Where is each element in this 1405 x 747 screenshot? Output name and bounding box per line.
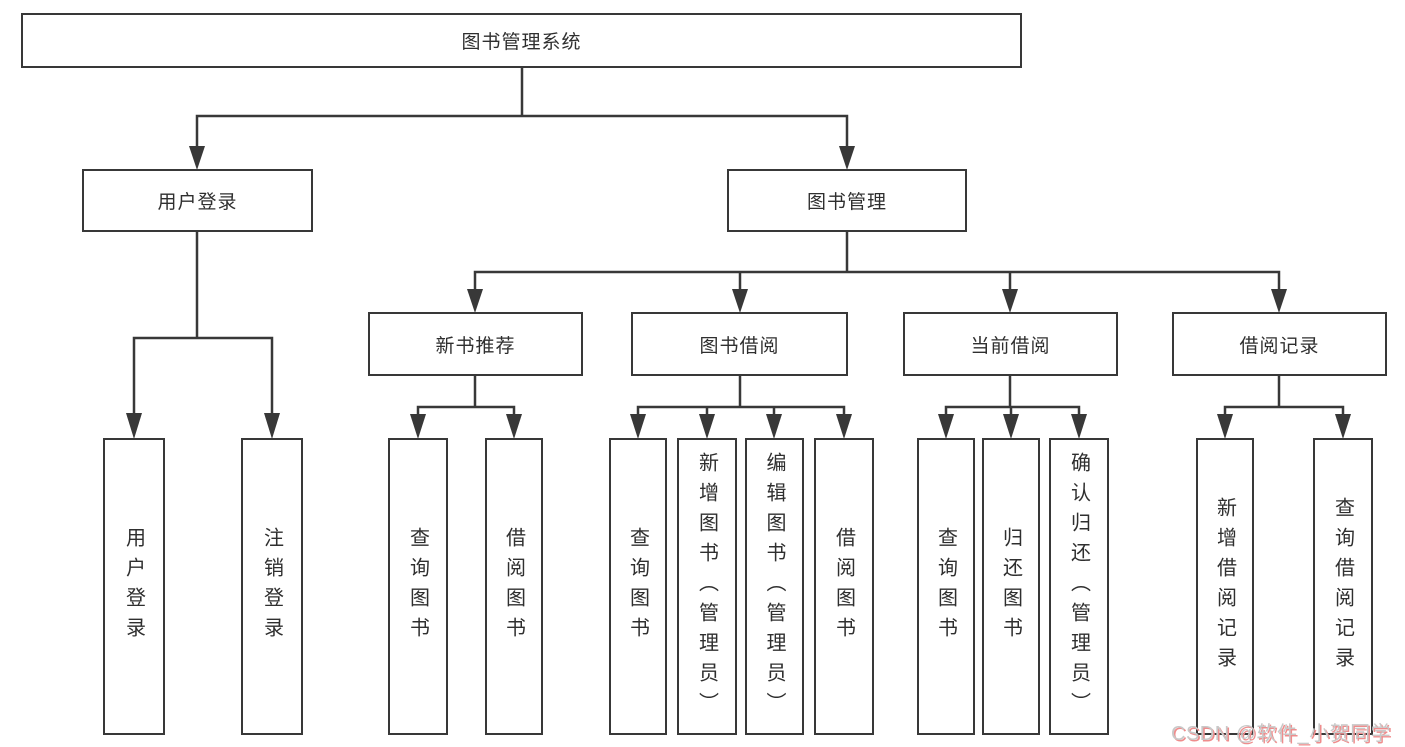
connector-new-book-recommendation-to-leaves xyxy=(410,374,522,439)
connector-current-borrowing-to-leaves xyxy=(938,374,1087,439)
node-current-borrowing-label: 当前借阅 xyxy=(970,335,1051,357)
leaf-query-books-current-label: 查询图书 xyxy=(934,526,957,647)
connector-root-to-level2 xyxy=(189,66,855,170)
csdn-watermark: CSDN @软件_小贺同学 xyxy=(1171,723,1392,745)
node-user-login: 用户登录 xyxy=(82,169,313,232)
leaf-confirm-return-admin: 确认归还（管理员） xyxy=(1049,438,1109,735)
leaf-user-login: 用户登录 xyxy=(103,438,165,735)
leaf-query-borrow-record: 查询借阅记录 xyxy=(1313,438,1373,735)
leaf-edit-book-admin-label: 编辑图书（管理员） xyxy=(763,451,785,722)
leaf-borrow-books-recommend-label: 借阅图书 xyxy=(502,526,525,647)
node-new-book-recommendation-label: 新书推荐 xyxy=(435,335,516,357)
leaf-query-books-current: 查询图书 xyxy=(917,438,975,735)
leaf-return-books: 归还图书 xyxy=(982,438,1040,735)
leaf-borrow-books-recommend: 借阅图书 xyxy=(485,438,543,735)
node-book-management: 图书管理 xyxy=(727,169,967,232)
leaf-query-books-recommend-label: 查询图书 xyxy=(406,526,429,647)
leaf-logout-label: 注销登录 xyxy=(260,526,283,647)
leaf-query-books-borrowing-label: 查询图书 xyxy=(626,526,649,647)
node-book-borrowing: 图书借阅 xyxy=(631,312,848,376)
node-root-system: 图书管理系统 xyxy=(21,13,1022,68)
leaf-add-book-admin: 新增图书（管理员） xyxy=(677,438,737,735)
connector-user-login-to-leaves xyxy=(126,230,280,439)
leaf-edit-book-admin: 编辑图书（管理员） xyxy=(745,438,804,735)
leaf-query-books-recommend: 查询图书 xyxy=(388,438,448,735)
node-new-book-recommendation: 新书推荐 xyxy=(368,312,583,376)
leaf-add-book-admin-label: 新增图书（管理员） xyxy=(695,451,718,722)
node-borrowing-records-label: 借阅记录 xyxy=(1239,335,1320,357)
leaf-logout: 注销登录 xyxy=(241,438,303,735)
leaf-user-login-label: 用户登录 xyxy=(122,526,145,647)
leaf-borrow-books-borrowing-label: 借阅图书 xyxy=(832,526,855,647)
connector-borrowing-records-to-leaves xyxy=(1217,374,1351,439)
node-root-system-label: 图书管理系统 xyxy=(461,32,582,53)
node-current-borrowing: 当前借阅 xyxy=(903,312,1118,376)
leaf-add-borrow-record-label: 新增借阅记录 xyxy=(1213,496,1236,677)
leaf-query-books-borrowing: 查询图书 xyxy=(609,438,667,735)
leaf-query-borrow-record-label: 查询借阅记录 xyxy=(1331,496,1354,677)
node-book-borrowing-label: 图书借阅 xyxy=(699,335,780,357)
node-book-management-label: 图书管理 xyxy=(806,192,887,213)
node-borrowing-records: 借阅记录 xyxy=(1172,312,1387,376)
leaf-return-books-label: 归还图书 xyxy=(999,526,1022,647)
connector-book-borrowing-to-leaves xyxy=(630,374,852,439)
leaf-add-borrow-record: 新增借阅记录 xyxy=(1196,438,1254,735)
connector-book-management-to-level3 xyxy=(467,230,1287,313)
leaf-borrow-books-borrowing: 借阅图书 xyxy=(814,438,874,735)
node-user-login-label: 用户登录 xyxy=(157,192,238,213)
leaf-confirm-return-admin-label: 确认归还（管理员） xyxy=(1067,451,1090,722)
